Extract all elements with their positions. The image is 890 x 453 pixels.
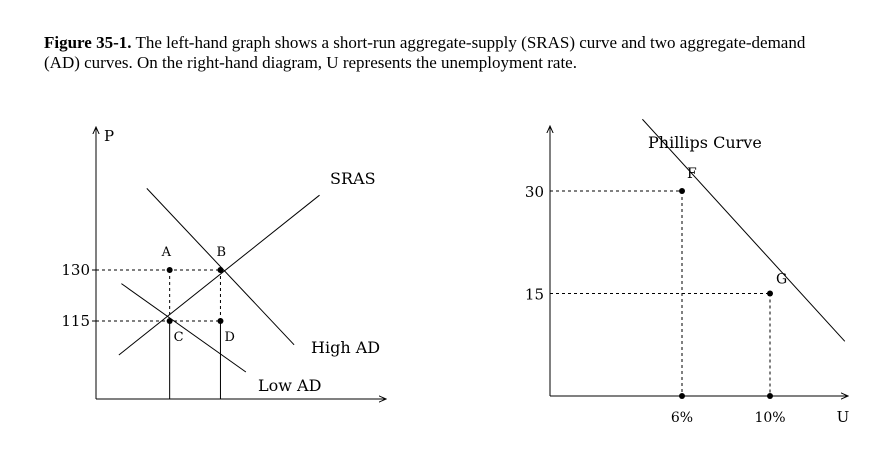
left-point-label-c: C bbox=[174, 330, 184, 345]
left-point-d bbox=[217, 318, 224, 324]
left-y-axis-label: P bbox=[104, 127, 114, 145]
left-point-label-a: A bbox=[161, 245, 172, 260]
right-x-axis-label: U bbox=[837, 408, 850, 426]
figure-caption-text: The left-hand graph shows a short-run ag… bbox=[44, 33, 806, 72]
left-curve-label-sras: SRAS bbox=[330, 169, 376, 188]
left-y-tick-label-115: 115 bbox=[61, 312, 90, 330]
right-x-tick-label-6: 6% bbox=[671, 410, 693, 426]
right-point-g bbox=[767, 290, 773, 297]
left-y-tick-label-130: 130 bbox=[61, 261, 90, 279]
right-y-tick-label-15: 15 bbox=[525, 286, 544, 304]
left-point-label-b: B bbox=[216, 245, 226, 260]
right-curve-phillips bbox=[642, 118, 846, 342]
left-curve-label-high-ad: High AD bbox=[311, 338, 380, 357]
figure-caption: Figure 35-1. The left-hand graph shows a… bbox=[44, 33, 844, 73]
left-curve-high-ad bbox=[146, 188, 295, 346]
right-axis-point-g bbox=[767, 393, 773, 399]
left-curve-sras bbox=[118, 194, 320, 356]
figure-label: Figure 35-1. bbox=[44, 33, 132, 52]
left-curve-label-low-ad: Low AD bbox=[258, 376, 321, 395]
left-point-b bbox=[217, 267, 224, 273]
left-point-label-d: D bbox=[224, 330, 234, 345]
right-curve-label-phillips: Phillips Curve bbox=[648, 133, 762, 152]
right-y-tick-label-30: 30 bbox=[525, 183, 544, 201]
right-point-f bbox=[679, 188, 685, 195]
left-curve-low-ad bbox=[121, 283, 247, 373]
left-chart-ad-sras: P 115 130 SRAS High AD Low AD A B C D bbox=[61, 127, 386, 399]
right-x-tick-label-10: 10% bbox=[754, 410, 785, 426]
right-axis-point-f bbox=[679, 393, 685, 399]
right-point-label-g: G bbox=[776, 272, 787, 288]
right-point-label-f: F bbox=[687, 166, 697, 182]
